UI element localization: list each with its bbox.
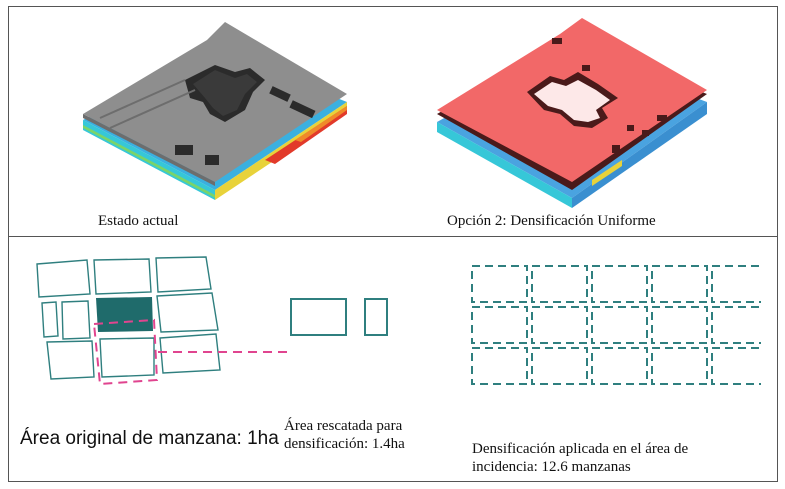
density-cell [711,347,761,385]
density-cell [531,306,588,344]
density-cell [471,265,528,303]
rescued-block-1 [290,298,347,336]
density-cell [591,265,648,303]
density-cell [531,265,588,303]
density-cell [591,306,648,344]
rescued-area-plan [290,298,388,336]
block-bm [99,337,155,378]
figure-frame [8,6,778,482]
rescued-block-2 [364,298,388,336]
block-mr [156,292,219,333]
original-area-caption: Área original de manzana: 1ha [20,428,279,449]
density-cell [711,265,761,303]
density-cell [711,306,761,344]
section-divider [9,236,777,237]
density-cell [651,265,708,303]
block-tm [93,258,152,295]
option2-model [437,18,707,208]
option2-caption: Opción 2: Densificación Uniforme [447,213,656,229]
density-cell [471,347,528,385]
block-ml-b [61,300,91,340]
current-state-caption: Estado actual [98,213,179,229]
block-ml-a [41,301,59,338]
density-cell [471,306,528,344]
applied-density-caption: Densificación aplicada en el área de inc… [472,441,689,475]
block-br [159,333,221,374]
densification-grid [471,265,761,385]
density-cell [651,347,708,385]
density-cell [651,306,708,344]
density-cell [531,347,588,385]
incidence-area [92,318,159,386]
density-cell [591,347,648,385]
rescued-area-caption: Área rescatada para densificación: 1.4ha [284,418,405,452]
current-state-model [83,22,347,200]
block-tr [155,256,212,293]
block-bl [46,340,95,380]
block-tl [36,259,91,298]
block-selected [96,297,153,332]
original-block-plan [36,256,288,386]
